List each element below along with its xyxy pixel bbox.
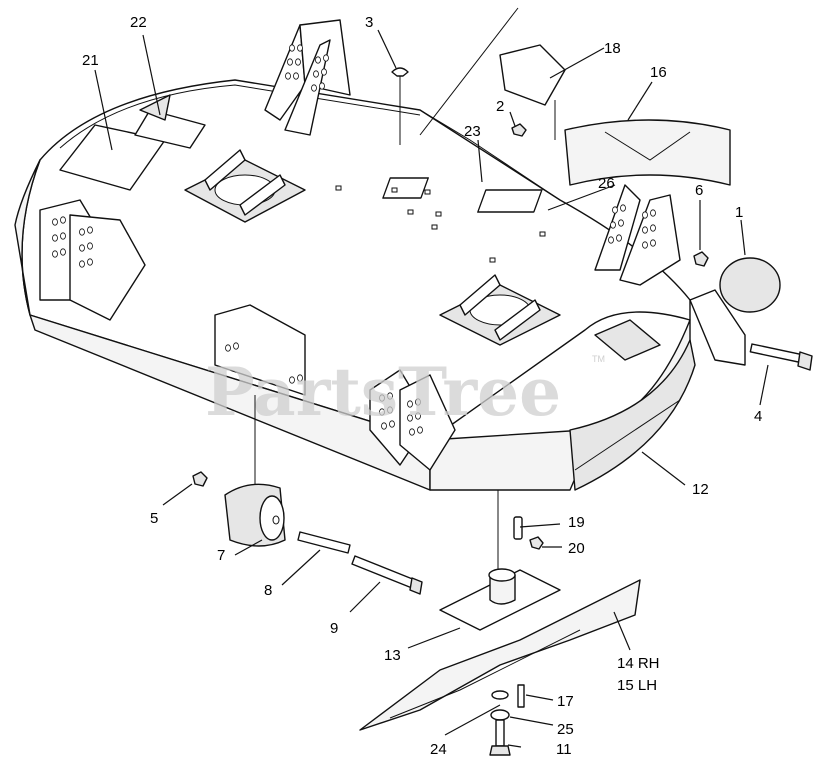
bracket-front-center bbox=[369, 369, 456, 471]
watermark: PartsTree TM bbox=[205, 353, 605, 431]
callout-9: 9 bbox=[330, 620, 338, 637]
blade-adapter-13 bbox=[439, 568, 561, 631]
deflector-18 bbox=[419, 7, 566, 140]
bolt-9 bbox=[351, 555, 423, 595]
callout-11: 11 bbox=[556, 741, 572, 758]
callouts: 1 2 3 4 5 6 7 8 9 11 12 13 14 RH 15 LH 1… bbox=[82, 14, 762, 758]
bracket-left bbox=[39, 199, 146, 321]
callout-4: 4 bbox=[754, 408, 762, 425]
leader-lines bbox=[94, 29, 769, 748]
deck-shell bbox=[14, 79, 696, 491]
nut-20 bbox=[529, 536, 544, 550]
decal-22 bbox=[134, 109, 206, 149]
callout-22: 22 bbox=[130, 14, 147, 31]
bracket-right bbox=[594, 184, 681, 286]
callout-2: 2 bbox=[496, 98, 504, 115]
callout-19: 19 bbox=[568, 514, 585, 531]
callout-6: 6 bbox=[695, 182, 703, 199]
decal-26 bbox=[477, 189, 543, 213]
spindle-mount-left bbox=[184, 149, 306, 223]
roller-bracket bbox=[689, 289, 746, 366]
callout-17: 17 bbox=[557, 693, 574, 710]
callout-1: 1 bbox=[735, 204, 743, 221]
roller-1 bbox=[719, 257, 781, 313]
arrow-decal-right bbox=[594, 319, 661, 361]
gauge-wheel-7 bbox=[224, 483, 286, 547]
callout-15-lh: 15 LH bbox=[617, 677, 657, 694]
callout-18: 18 bbox=[604, 40, 621, 57]
key-19 bbox=[513, 516, 523, 540]
arrow-decal-left bbox=[139, 94, 171, 121]
bracket-front-left bbox=[214, 304, 306, 396]
bracket-holes bbox=[52, 44, 656, 436]
callout-20: 20 bbox=[568, 540, 585, 557]
chute-16 bbox=[564, 119, 731, 186]
callout-25: 25 bbox=[557, 721, 574, 738]
spindle-mount-right bbox=[439, 274, 561, 346]
nut-5 bbox=[192, 471, 208, 487]
washer-25-24 bbox=[490, 690, 510, 721]
callout-23: 23 bbox=[464, 123, 481, 140]
bolt-4 bbox=[749, 343, 813, 371]
bolt-3 bbox=[391, 67, 409, 145]
nut-2 bbox=[511, 123, 527, 137]
decal-23 bbox=[382, 177, 429, 199]
deck-holes bbox=[335, 185, 546, 263]
blade-14-15 bbox=[359, 579, 641, 731]
callout-12: 12 bbox=[692, 481, 709, 498]
callout-14-rh: 14 RH bbox=[617, 655, 660, 672]
callout-26: 26 bbox=[598, 175, 615, 192]
nut-6 bbox=[693, 251, 709, 267]
callout-16: 16 bbox=[650, 64, 667, 81]
callout-24: 24 bbox=[430, 741, 447, 758]
callout-8: 8 bbox=[264, 582, 272, 599]
bolt-11 bbox=[489, 719, 511, 756]
spacer-8 bbox=[297, 531, 351, 554]
watermark-trademark: TM bbox=[592, 354, 605, 364]
watermark-text: PartsTree bbox=[205, 353, 561, 431]
bolt-17 bbox=[517, 684, 525, 708]
callout-5: 5 bbox=[150, 510, 158, 527]
bracket-rear-left bbox=[264, 19, 351, 136]
callout-3: 3 bbox=[365, 14, 373, 31]
callout-7: 7 bbox=[217, 547, 225, 564]
callout-13: 13 bbox=[384, 647, 401, 664]
callout-21: 21 bbox=[82, 52, 99, 69]
